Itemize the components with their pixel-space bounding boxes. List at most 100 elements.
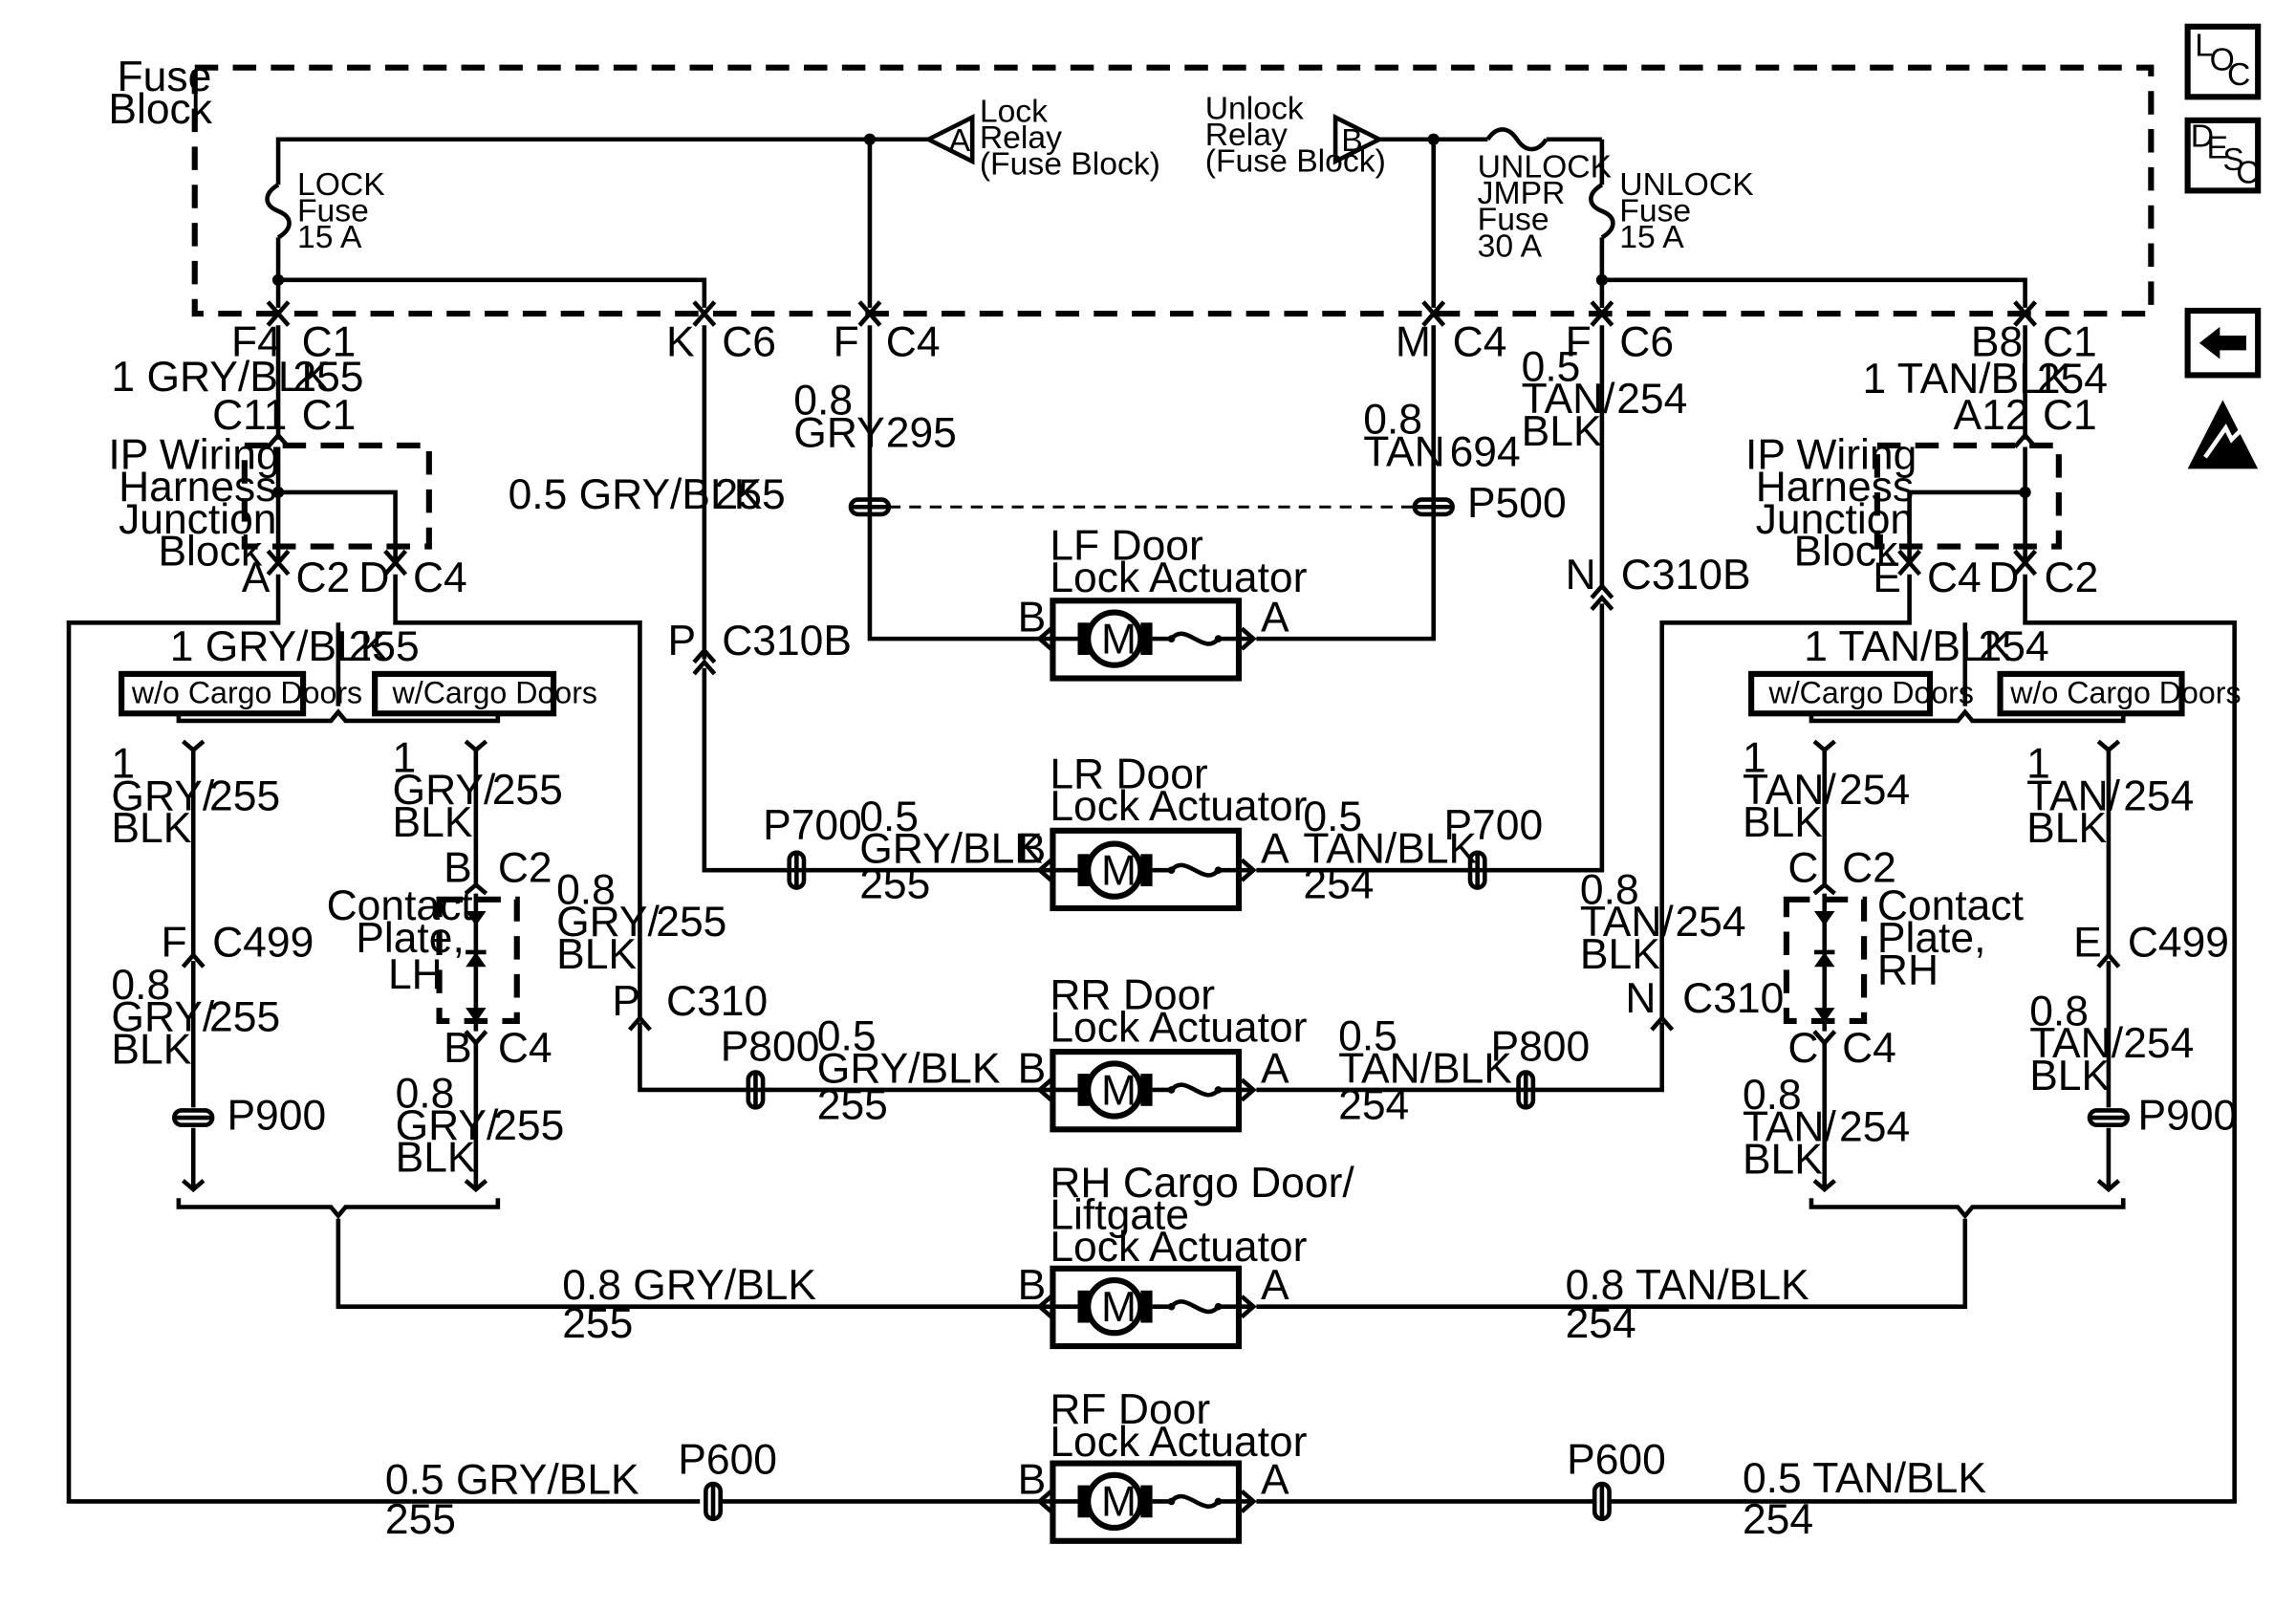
svg-text:Unlock: Unlock xyxy=(1205,90,1304,126)
svg-text:UNLOCK: UNLOCK xyxy=(1619,166,1754,203)
svg-text:LH: LH xyxy=(388,951,443,998)
svg-text:0.8: 0.8 xyxy=(556,866,616,913)
ip-junction-block-rh xyxy=(1874,442,2062,550)
rh-wo-cargo-labels: 1 TAN/ BLK 254 E C499 0.8 TAN/ BLK 254 P… xyxy=(2026,741,2237,1140)
p500-inline-right xyxy=(1412,497,1455,517)
svg-text:C4: C4 xyxy=(498,1025,552,1072)
wire-255-cargo-branch xyxy=(393,574,642,1018)
svg-text:0.8: 0.8 xyxy=(111,962,170,1009)
svg-text:C499: C499 xyxy=(2128,920,2229,967)
svg-text:GRY/: GRY/ xyxy=(111,994,214,1041)
svg-text:254: 254 xyxy=(1675,899,1745,946)
unlock-relay-triangle: B xyxy=(1332,114,1385,165)
svg-text:M: M xyxy=(1101,616,1137,663)
wire-254-to-cargo xyxy=(1256,1218,1968,1309)
rf-door-lock-actuator: RF Door Lock Actuator B A M xyxy=(1018,1386,1308,1544)
c310-rh-male xyxy=(1650,1014,1675,1032)
wire-label-cargo-lh: 0.8 GRY/BLK xyxy=(562,1262,816,1309)
svg-text:M: M xyxy=(1101,1284,1137,1331)
desc-icon[interactable]: D E S C xyxy=(2184,117,2262,194)
wire-label-cargo-rh-num: 254 xyxy=(1566,1300,1636,1347)
wire-255-to-lr xyxy=(702,667,1043,873)
svg-text:254: 254 xyxy=(1839,1104,1910,1151)
unlock-fuse-label: UNLOCK Fuse 15 A xyxy=(1619,166,1754,255)
lh-wo-cargo-column xyxy=(181,739,206,1193)
contact-plate-lh xyxy=(436,893,520,1032)
svg-text:BLK: BLK xyxy=(396,1135,476,1182)
svg-text:TAN/BLK: TAN/BLK xyxy=(1338,1045,1512,1092)
svg-text:C2: C2 xyxy=(295,555,350,601)
svg-text:Relay: Relay xyxy=(1205,117,1288,153)
svg-text:0.5: 0.5 xyxy=(859,794,919,840)
svg-text:C4: C4 xyxy=(1927,555,1982,601)
svg-text:Plate,: Plate, xyxy=(1877,915,1986,962)
svg-text:Contact: Contact xyxy=(327,882,474,929)
svg-text:Fuse: Fuse xyxy=(1478,202,1549,238)
svg-text:Block: Block xyxy=(1794,529,1898,576)
svg-text:15 A: 15 A xyxy=(297,219,362,255)
svg-text:0.8: 0.8 xyxy=(1743,1072,1802,1119)
svg-text:255: 255 xyxy=(492,767,563,814)
svg-text:LF Door: LF Door xyxy=(1050,522,1203,569)
splice-dot xyxy=(863,133,877,145)
svg-text:254: 254 xyxy=(1743,1496,1813,1543)
ip-junction-block-lh xyxy=(241,442,432,550)
svg-text:694: 694 xyxy=(1450,428,1521,475)
svg-text:D: D xyxy=(358,555,389,601)
p800-inline-rh xyxy=(1516,1070,1536,1110)
lf-door-lock-actuator: LF Door Lock Actuator B A M xyxy=(1018,522,1308,682)
svg-text:0.8: 0.8 xyxy=(793,378,853,424)
svg-text:P500: P500 xyxy=(1467,480,1567,527)
svg-text:(Fuse Block): (Fuse Block) xyxy=(980,146,1160,183)
rh-w-cargo-labels: 1 TAN/ BLK 254 C C2 Contact Plate, RH C … xyxy=(1743,735,2025,1184)
svg-text:A: A xyxy=(1261,1457,1289,1504)
svg-text:LR Door: LR Door xyxy=(1050,751,1208,797)
m-c4-labels: M C4 0.8 TAN 694 P500 xyxy=(1363,318,1566,527)
rh-cargo-liftgate-lock-actuator: RH Cargo Door/ Liftgate Lock Actuator B … xyxy=(1018,1160,1354,1350)
svg-text:0.5: 0.5 xyxy=(817,1013,877,1060)
svg-text:M: M xyxy=(1101,1067,1137,1114)
svg-text:TAN/: TAN/ xyxy=(2029,1020,2124,1067)
svg-text:A: A xyxy=(949,122,971,159)
f-c4-labels: F C4 0.8 GRY 295 xyxy=(793,318,957,456)
svg-text:A: A xyxy=(1261,594,1289,641)
svg-text:BLK: BLK xyxy=(556,931,637,978)
loc-icon[interactable]: L O C xyxy=(2184,23,2262,100)
svg-text:255: 255 xyxy=(292,354,363,401)
svg-text:1 TAN/BLK: 1 TAN/BLK xyxy=(1863,356,2071,402)
svg-text:255: 255 xyxy=(715,471,786,518)
svg-text:Block: Block xyxy=(158,529,262,576)
svg-text:BLK: BLK xyxy=(1522,408,1602,455)
svg-text:0.8: 0.8 xyxy=(2029,989,2089,1035)
svg-text:C: C xyxy=(1787,1025,1818,1072)
svg-text:Harness: Harness xyxy=(119,464,276,511)
svg-text:255: 255 xyxy=(656,899,726,946)
svg-text:D: D xyxy=(2191,118,2214,154)
svg-text:C4: C4 xyxy=(1842,1025,1896,1072)
svg-text:JMPR: JMPR xyxy=(1478,175,1566,211)
svg-text:M: M xyxy=(1101,1479,1137,1526)
svg-text:TAN/: TAN/ xyxy=(2026,772,2121,819)
svg-text:N: N xyxy=(1625,975,1656,1022)
svg-text:BLK: BLK xyxy=(393,799,473,846)
svg-text:RR Door: RR Door xyxy=(1050,972,1215,1019)
svg-text:GRY/BLK: GRY/BLK xyxy=(817,1045,1001,1092)
wire-label-254-rh: 1 TAN/BLK xyxy=(1804,623,2012,670)
svg-text:0.8: 0.8 xyxy=(396,1070,455,1117)
back-arrow-icon[interactable] xyxy=(2184,307,2262,379)
svg-text:B8: B8 xyxy=(1971,318,2023,365)
svg-text:Contact: Contact xyxy=(1877,882,2025,929)
svg-text:0.8: 0.8 xyxy=(1580,866,1639,913)
svg-text:A: A xyxy=(242,555,271,601)
c310-lh-male xyxy=(627,1014,652,1032)
wire-254-cargo-branch xyxy=(1659,574,1912,1018)
svg-text:B: B xyxy=(1018,1262,1047,1309)
svg-text:254: 254 xyxy=(1338,1082,1409,1129)
svg-text:LOCK: LOCK xyxy=(297,166,385,203)
svg-text:1: 1 xyxy=(111,741,135,788)
svg-text:Lock Actuator: Lock Actuator xyxy=(1050,1224,1307,1271)
svg-text:C: C xyxy=(2236,155,2259,191)
svg-text:Lock Actuator: Lock Actuator xyxy=(1050,1419,1307,1466)
